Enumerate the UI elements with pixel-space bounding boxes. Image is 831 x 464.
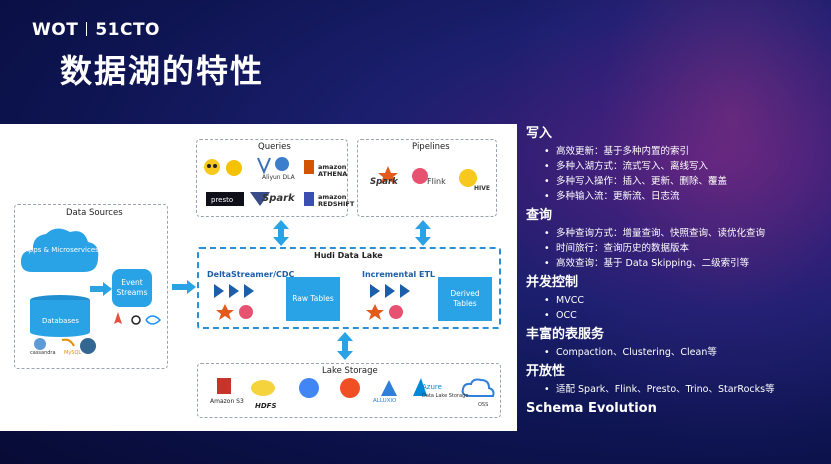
arrow-hudi-pipelines: [415, 220, 431, 246]
feature-bullet: 适配 Spark、Flink、Presto、Trino、StarRocks等: [526, 382, 826, 397]
hive-bee-icon: [204, 159, 220, 175]
presto-text: presto: [211, 196, 234, 204]
azure-icon: [413, 378, 427, 396]
arrow-hudi-queries: [273, 220, 289, 246]
brand-51cto: 51CTO: [95, 20, 160, 40]
pipelines-label: Pipelines: [412, 142, 450, 152]
aws-icon: [304, 160, 314, 174]
oss-cloud-icon: [461, 378, 495, 397]
lake-storage-label: Lake Storage: [322, 366, 378, 376]
derived-tables-label: Derived Tables: [450, 289, 480, 308]
architecture-diagram: Queries Aliyun DLA amazon ATHENA presto …: [0, 124, 517, 431]
stream-logos: [114, 312, 162, 325]
pipeline-hive-text: HIVE: [474, 185, 490, 192]
feature-heading: 查询: [526, 208, 553, 223]
aliyun-dla-icon: [257, 157, 271, 175]
brand-logo: WOT 51CTO: [32, 20, 160, 40]
s3-icon: [217, 378, 231, 394]
storage-logos: [217, 378, 495, 398]
aliyun-dla-text: Aliyun DLA: [262, 174, 295, 181]
athena-icon: [275, 157, 289, 171]
hudi-data-lake-box: [197, 247, 501, 329]
feature-bullet: 多种入湖方式：流式写入、离线写入: [526, 159, 826, 174]
feature-heading: Schema Evolution: [526, 401, 657, 416]
storage-flame-icon: [340, 378, 360, 398]
pipelines-box: [357, 139, 497, 217]
raw-tables-label: Raw Tables: [292, 294, 334, 304]
derived-tables-box: Derived Tables: [438, 277, 492, 321]
brand-wot: WOT: [32, 20, 79, 40]
hive-bee-icon: [459, 169, 477, 187]
hive-icon: [226, 160, 242, 176]
flink-icon: [412, 168, 428, 184]
incremental-arrows-icon: [370, 284, 410, 298]
feature-bullet: 多种写入操作：插入、更新、删除、覆盖: [526, 174, 826, 189]
feature-bullet: Compaction、Clustering、Clean等: [526, 345, 826, 360]
postgres-icon: [80, 338, 96, 354]
redshift-text: amazon REDSHIFT: [318, 193, 355, 209]
feature-bullet: OCC: [526, 308, 826, 323]
presto-icon: [206, 192, 244, 206]
brand-separator: [86, 22, 88, 36]
hdfs-text: HDFS: [255, 402, 277, 410]
feature-list: 写入高效更新：基于多种内置的索引多种入湖方式：流式写入、离线写入多种写入操作：插…: [526, 122, 826, 419]
deltastreamer-arrows-icon: [214, 284, 254, 298]
feature-heading: 并发控制: [526, 275, 579, 290]
cassandra-icon: [34, 338, 46, 350]
s3-text: Amazon S3: [210, 398, 244, 405]
incremental-etl-label: Incremental ETL: [362, 270, 436, 279]
raw-tables-box: Raw Tables: [286, 277, 340, 321]
azure-dls-text: Data Lake Storage: [422, 393, 469, 399]
alluxio-icon: [381, 380, 397, 396]
hudi-engine-icons: [216, 304, 403, 320]
arrow-hudi-storage: [337, 332, 353, 360]
query-logos: [204, 157, 314, 206]
feature-bullet: 高效更新：基于多种内置的索引: [526, 144, 826, 159]
feature-bullet: MVCC: [526, 293, 826, 308]
oss-text: OSS: [478, 402, 489, 408]
mysql-text: MySQL: [64, 350, 82, 356]
apps-cloud-icon: [20, 228, 99, 272]
feature-heading: 丰富的表服务: [526, 327, 605, 342]
deltastreamer-label: DeltaStreamer/CDC: [207, 270, 295, 279]
redshift-icon: [304, 192, 314, 206]
pipeline-spark-text: Spark: [370, 177, 398, 187]
event-streams-label: Event Streams: [116, 278, 148, 297]
page-title: 数据湖的特性: [60, 52, 265, 90]
gcs-icon: [299, 378, 319, 398]
kafka-icon: [131, 315, 141, 325]
arrow-sources-streams: [90, 282, 112, 296]
apps-label: Apps & Microservices: [24, 246, 99, 254]
data-sources-box: [14, 204, 168, 369]
pulsar-icon: [145, 315, 162, 325]
queries-label: Queries: [258, 142, 291, 152]
hudi-label: Hudi Data Lake: [314, 251, 383, 260]
hdfs-icon: [251, 380, 275, 396]
databases-label: Databases: [42, 317, 80, 325]
data-sources-label: Data Sources: [66, 208, 123, 218]
feature-heading: 写入: [526, 126, 553, 141]
event-streams-box: Event Streams: [112, 269, 152, 307]
athena-text: amazon ATHENA: [318, 163, 348, 179]
databases-icon: [30, 295, 90, 337]
spark-text: Spark: [262, 193, 295, 204]
alluxio-text: ALLUXIO: [373, 398, 397, 404]
feature-bullet: 高效查询：基于 Data Skipping、二级索引等: [526, 256, 826, 271]
pipeline-flink-text: Flink: [427, 177, 446, 186]
mysql-icon: [61, 338, 75, 347]
spark-star-icon: [378, 166, 398, 184]
pipeline-logos: [378, 166, 477, 187]
queries-box: [196, 139, 348, 217]
rocketmq-icon: [114, 312, 122, 324]
cassandra-text: cassandra: [30, 350, 56, 356]
db-logos: [34, 338, 96, 354]
feature-heading: 开放性: [526, 364, 566, 379]
feature-bullet: 时间旅行：查询历史的数据版本: [526, 241, 826, 256]
feature-bullet: 多种输入流：更新流、日志流: [526, 189, 826, 204]
arrow-streams-hudi: [172, 280, 196, 294]
feature-bullet: 多种查询方式：增量查询、快照查询、读优化查询: [526, 226, 826, 241]
azure-text: Azure: [422, 383, 442, 391]
glue-icon: [250, 192, 270, 206]
lake-storage-box: [197, 363, 501, 418]
